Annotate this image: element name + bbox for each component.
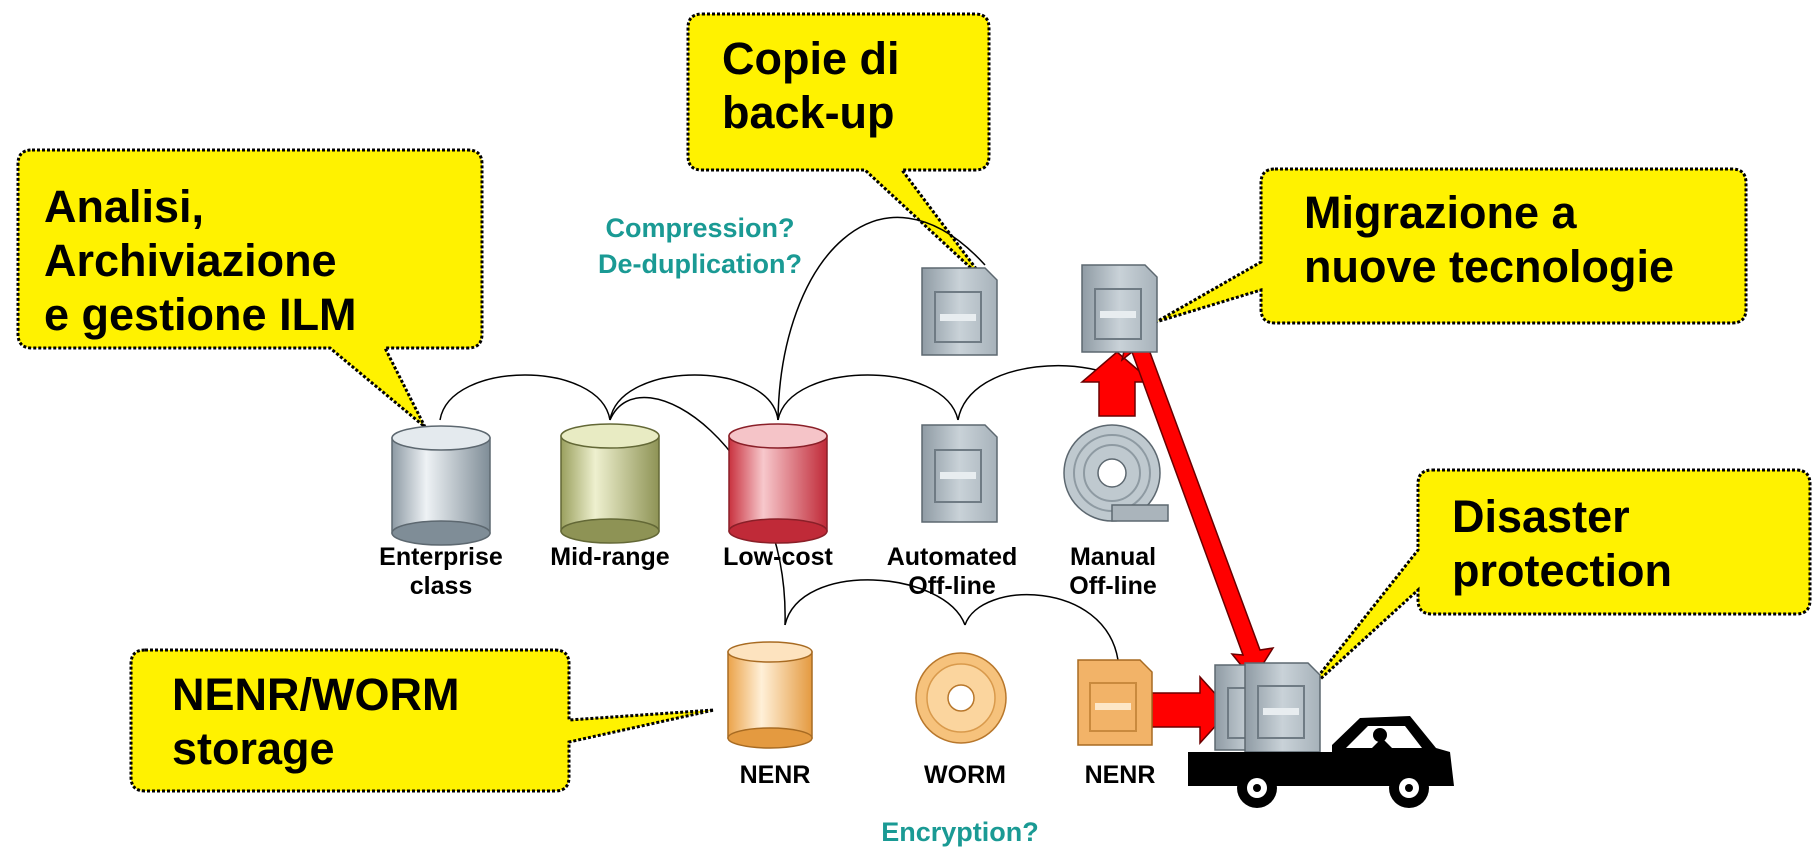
label-automated: Automated Off-line	[872, 543, 1032, 601]
callout-line: Archiviazione	[44, 235, 337, 286]
question-deduplication: De-duplication?	[598, 249, 802, 279]
pickup-truck-icon	[1188, 662, 1454, 808]
question-compression: Compression?	[605, 213, 795, 243]
midrange-disk-icon	[560, 423, 660, 544]
lowcost-disk-icon	[728, 423, 828, 544]
label-line: class	[409, 572, 473, 600]
label-enterprise: Enterprise class	[361, 543, 521, 601]
automated-tape-cartridge-icon	[921, 424, 998, 523]
label-nenr-disk: NENR	[739, 761, 811, 789]
callout-line: storage	[172, 723, 335, 774]
callout-analisi	[16, 148, 484, 429]
callout-analisi-text: Analisi, Archiviazione e gestione ILM	[44, 180, 357, 342]
label-line: Enterprise	[379, 543, 503, 571]
callout-migrazione-text: Migrazione a nuove tecnologie	[1304, 186, 1674, 294]
label-lowcost: Low-cost	[723, 543, 833, 571]
label-manual: Manual Off-line	[1033, 543, 1193, 601]
callout-line: Disaster	[1452, 491, 1630, 542]
label-nenr-cartridge: NENR	[1084, 761, 1156, 789]
callout-line: Analisi,	[44, 181, 205, 232]
callout-disaster-text: Disaster protection	[1452, 490, 1672, 598]
callout-copie	[686, 12, 991, 284]
migration-cartridge-icon	[1081, 264, 1158, 353]
callout-copie-text: Copie di back-up	[722, 32, 900, 140]
label-line: Automated	[886, 543, 1018, 571]
label-worm: WORM	[924, 761, 1006, 789]
backup-cartridge-icon	[921, 267, 998, 356]
enterprise-disk-icon	[391, 425, 491, 546]
label-line: Off-line	[1069, 572, 1157, 600]
nenr-disk-icon	[727, 641, 813, 749]
nenr-cartridge-icon	[1077, 659, 1153, 746]
callout-disaster	[1303, 468, 1812, 695]
worm-optical-disc-icon	[915, 652, 1007, 744]
callout-line: nuove tecnologie	[1304, 241, 1675, 292]
compression-question: Compression? De-duplication?	[560, 210, 840, 282]
callout-line: e gestione ILM	[44, 289, 357, 340]
manual-tape-reel-icon	[1063, 424, 1169, 522]
label-midrange: Mid-range	[550, 543, 670, 571]
callout-line: Copie di	[722, 33, 900, 84]
label-line: Manual	[1069, 543, 1157, 571]
label-line: Off-line	[908, 572, 996, 600]
callout-line: protection	[1452, 545, 1672, 596]
callout-nenr-worm-text: NENR/WORM storage	[172, 668, 459, 776]
callout-line: back-up	[722, 87, 895, 138]
callout-line: Migrazione a	[1304, 187, 1577, 238]
encryption-question: Encryption?	[881, 817, 1039, 847]
callout-nenr-worm	[129, 648, 715, 793]
callout-migrazione	[1155, 167, 1748, 325]
callout-line: NENR/WORM	[172, 669, 460, 720]
